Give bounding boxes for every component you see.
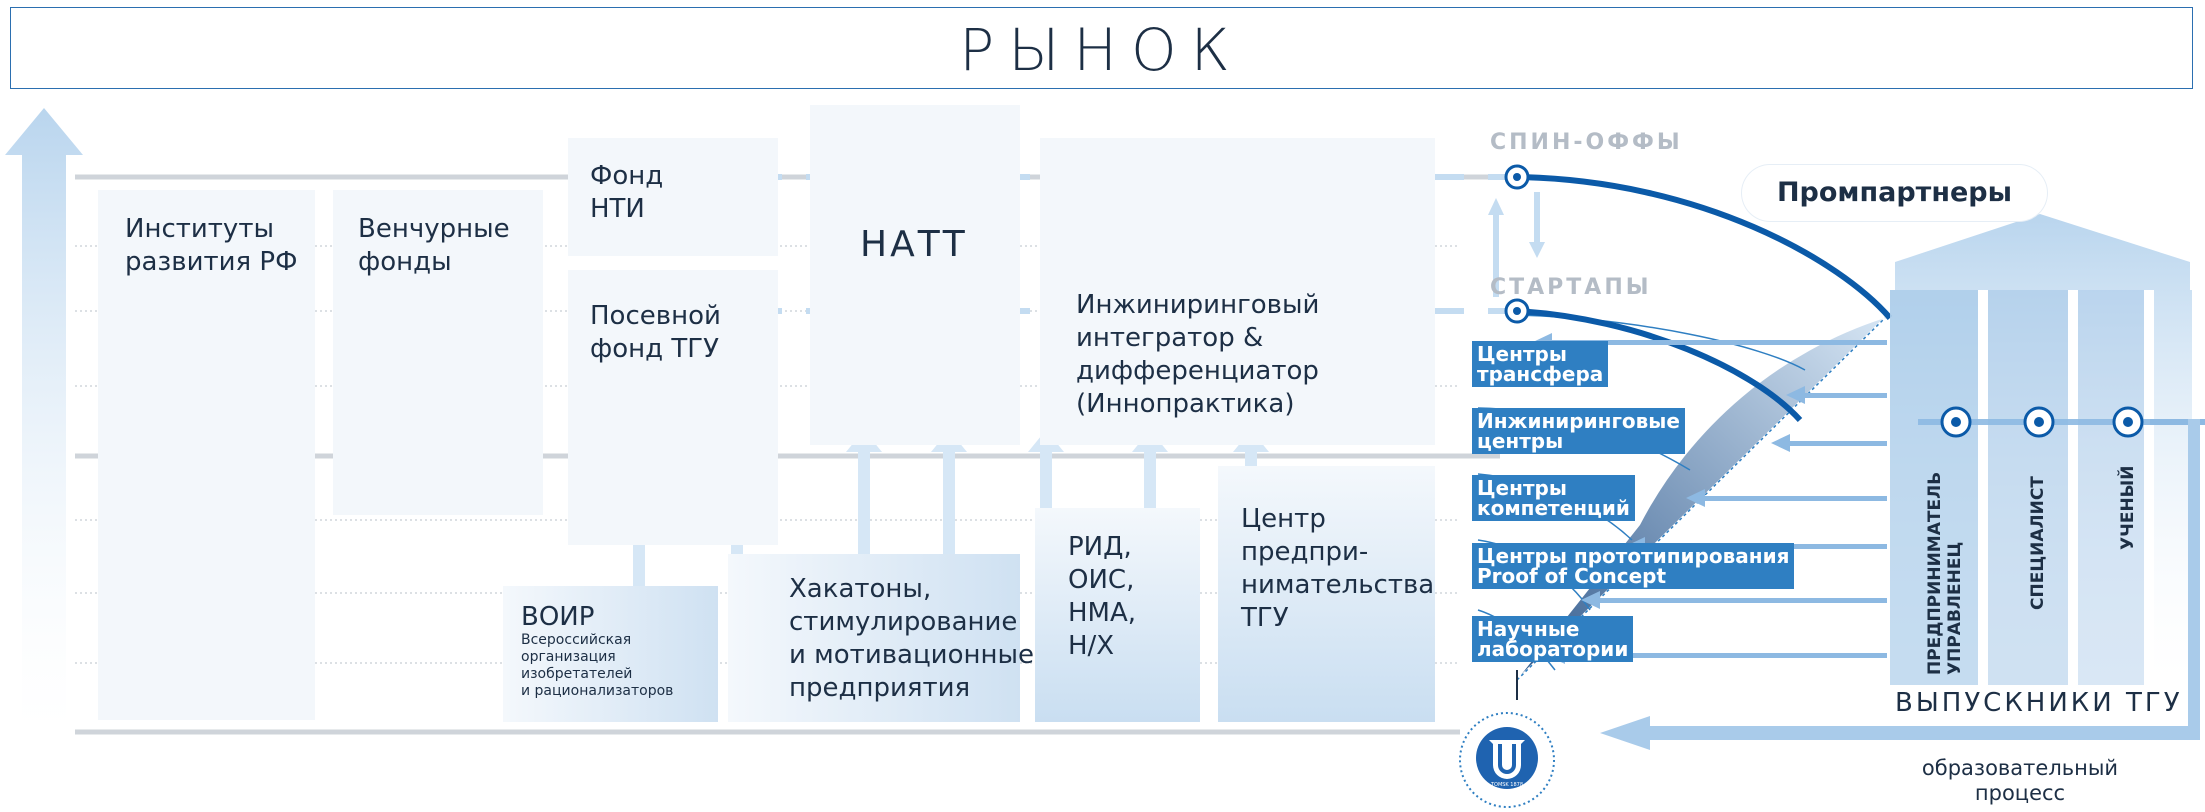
center-tag-prototyping: Центры прототипирования Proof of Concept (1472, 543, 1795, 589)
spinoffs-label: СПИН-ОФФЫ (1490, 130, 1683, 155)
seed-fund-label: Посевной фонд ТГУ (590, 301, 721, 364)
role-specialist: СПЕЦИАЛИСТ (2028, 476, 2048, 610)
venture-label: Венчурные фонды (358, 214, 510, 277)
role-entrepreneur: ПРЕДПРИНИМАТЕЛЬ УПРАВЛЕНЕЦ (1925, 471, 1965, 675)
nti-fund-label: Фонд НТИ (590, 161, 664, 224)
rid-box (1035, 508, 1200, 722)
natt-label: НАТТ (860, 224, 968, 265)
seed-fund-box (568, 270, 778, 545)
center-tag-engineering: Инжиниринговые центры (1472, 408, 1685, 454)
voir-box (503, 586, 718, 722)
rid-label: РИД, ОИС, НМА, Н/Х (1068, 532, 1137, 661)
center-tag-labs: Научные лаборатории (1472, 616, 1634, 662)
engineering-box (1040, 138, 1435, 445)
graduates-title: ВЫПУСКНИКИ ТГУ (1895, 688, 2183, 718)
venture-box (333, 190, 543, 515)
institutes-label: Институты развития РФ (125, 214, 298, 277)
role-scientist: УЧЕНЫЙ (2118, 465, 2138, 550)
center-tag-competence: Центры компетенций (1472, 475, 1635, 521)
education-process-label: образовательный процесс (1921, 756, 2119, 805)
voir-description: Всероссийская организация изобретателей … (521, 632, 674, 699)
logo-text: TOMSK 1878 (1490, 782, 1523, 788)
nti-fund-box (568, 138, 778, 256)
startups-label: СТАРТАПЫ (1490, 275, 1652, 300)
institutes-box (98, 190, 315, 720)
industrial-partners-label: Промпартнеры (1742, 165, 2047, 221)
market-banner: РЫНОК (10, 7, 2193, 89)
hackathons-label: Хакатоны, стимулирование и мотивационные… (789, 574, 1035, 703)
hackathons-box (728, 554, 1020, 722)
university-logo: TOMSK 1878 (1459, 712, 1555, 808)
entrepreneurship-center-label: Центр предпри- нимательства ТГУ (1241, 504, 1435, 633)
center-tag-transfer: Центры трансфера (1472, 341, 1609, 387)
left-up-arrow (5, 108, 83, 732)
engineering-label: Инжиниринговый интегратор & дифференциат… (1076, 290, 1320, 419)
voir-title: ВОИР (521, 602, 595, 632)
market-title: РЫНОК (959, 16, 1244, 84)
entrepreneurship-center-box (1218, 466, 1435, 722)
natt-box (810, 105, 1020, 445)
